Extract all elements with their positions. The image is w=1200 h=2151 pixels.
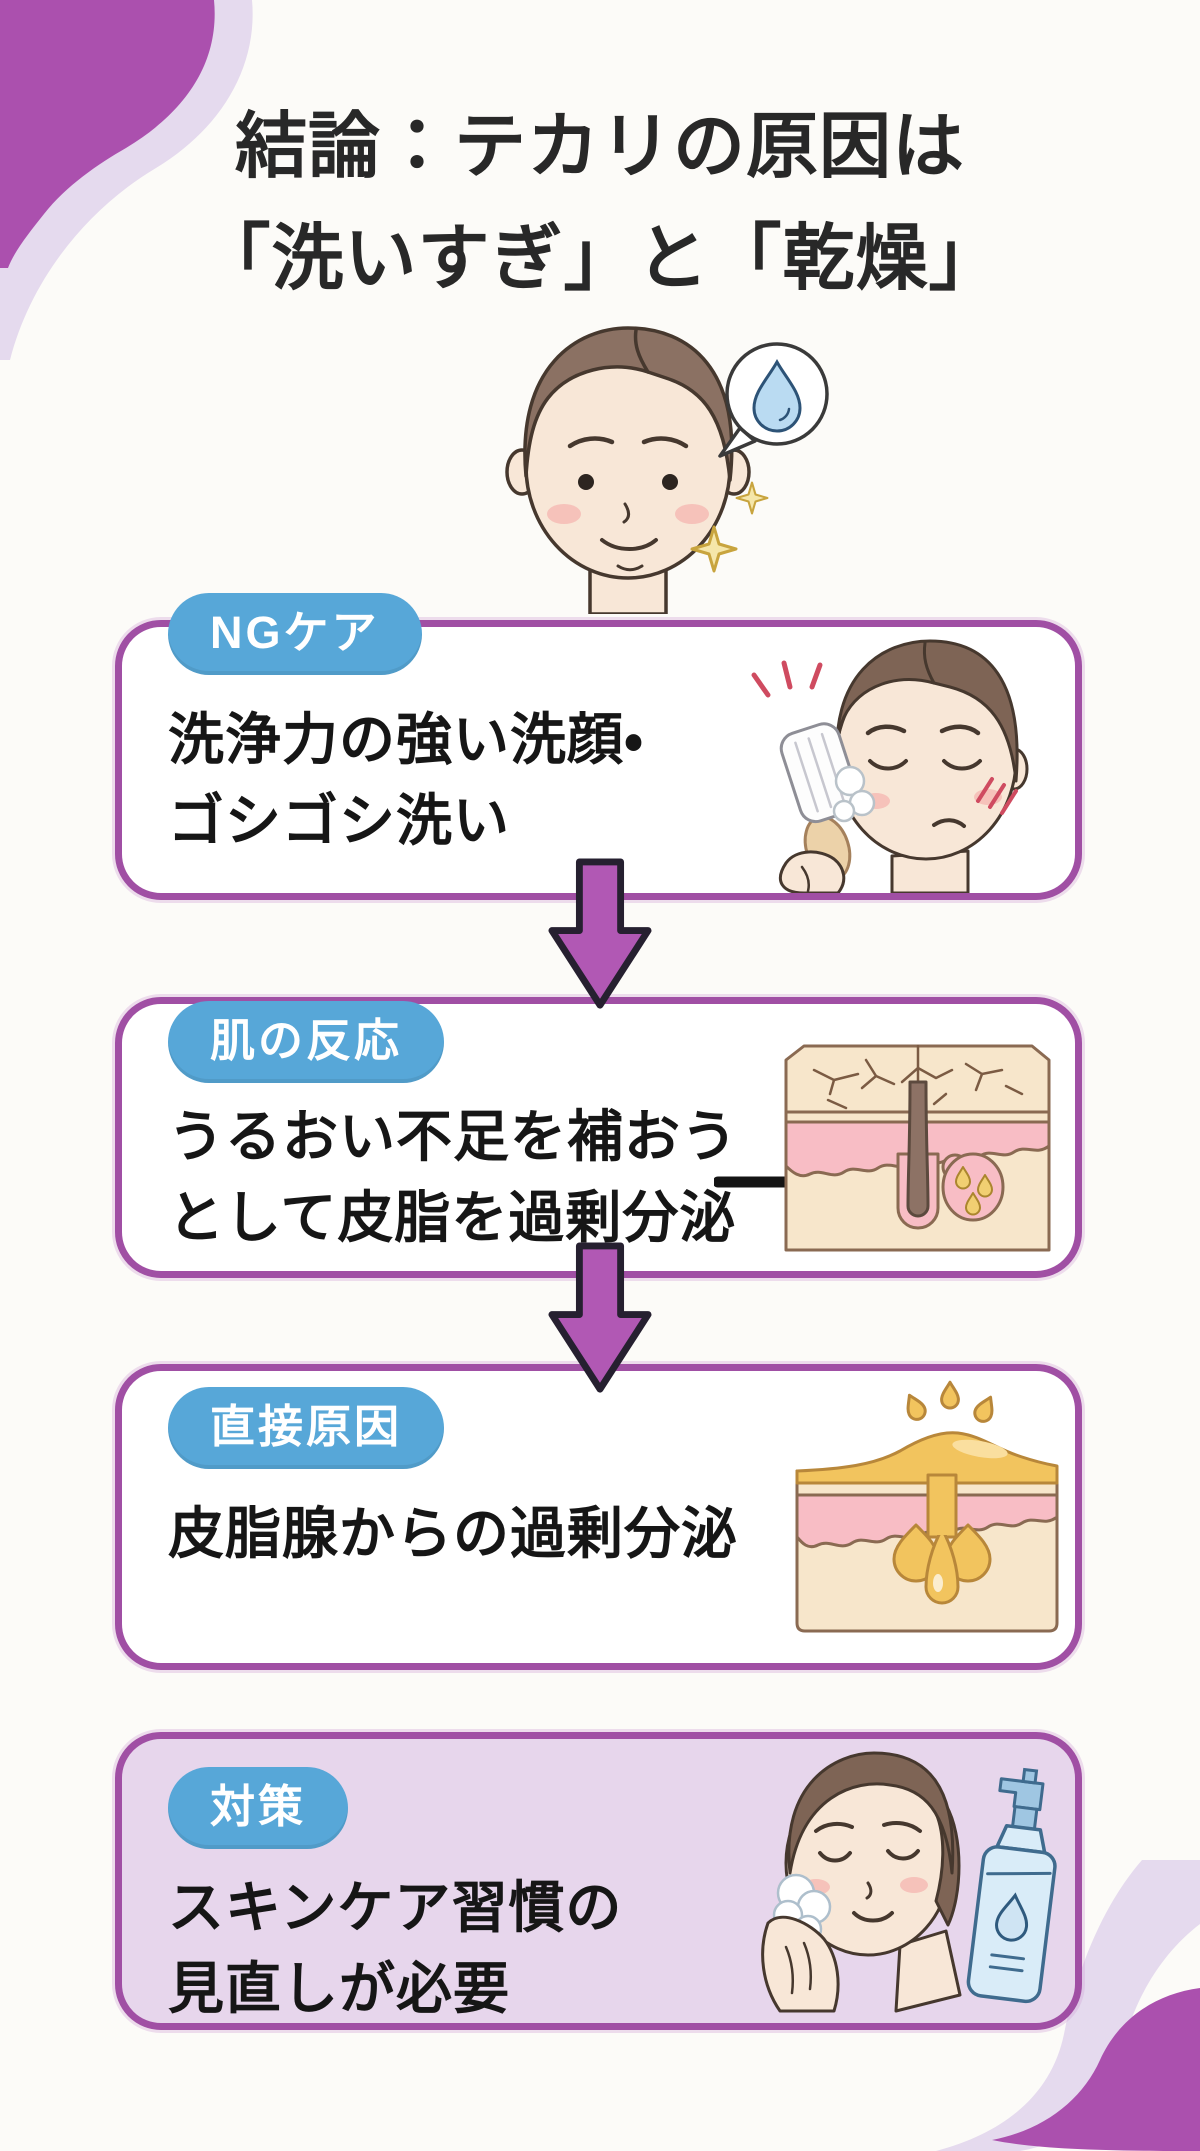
clean-face-icon [505, 326, 829, 614]
down-arrow-icon [548, 858, 652, 1009]
card-ng-care: NGケア 洗浄力の強い洗顔・ ゴシゴシ洗い [115, 593, 1082, 900]
card-skin-reaction: 肌の反応 うるおい不足を補おう として皮脂を過剰分泌 [115, 997, 1082, 1278]
card-ng-care-text: 洗浄力の強い洗顔・ ゴシゴシ洗い [168, 708, 645, 853]
badge-solution: 対策 [168, 1767, 349, 1849]
badge-skin-reaction: 肌の反応 [168, 1001, 445, 1083]
card-solution: 対策 スキンケア習慣の 見直しが必要 [115, 1732, 1082, 2030]
page-title: 結論：テカリの原因は 「洗いすぎ」と「乾燥」 [0, 92, 1200, 315]
brush-icon [779, 722, 876, 893]
card-direct-cause-text: 皮脂腺からの過剰分泌 [168, 1502, 738, 1565]
card-solution-text: スキンケア習慣の 見直しが必要 [168, 1876, 623, 2021]
badge-direct-cause: 直接原因 [168, 1387, 445, 1469]
card-direct-cause: 直接原因 皮脂腺からの過剰分泌 [115, 1364, 1082, 1670]
scrubbing-face-icon [751, 639, 1029, 893]
card-skin-reaction-text: うるおい不足を補おう として皮脂を過剰分泌 [168, 1105, 738, 1250]
corner-blob-bottom-right-icon [936, 1860, 1200, 2151]
oily-skin-icon [795, 1380, 1059, 1633]
pump-bottle-icon [966, 1767, 1057, 2004]
dry-skin-icon [784, 1044, 1051, 1252]
title-line-2: 「洗いすぎ」と「乾燥」 [198, 218, 1002, 299]
sparkle-icon [690, 481, 769, 573]
badge-ng-care: NGケア [168, 593, 422, 675]
title-line-1: 結論：テカリの原因は [234, 107, 965, 187]
corner-blob-top-left-icon [0, 0, 253, 360]
face-washing-icon [761, 1751, 1057, 2013]
water-drop-bubble-icon [718, 342, 829, 458]
down-arrow-icon [548, 1242, 652, 1393]
